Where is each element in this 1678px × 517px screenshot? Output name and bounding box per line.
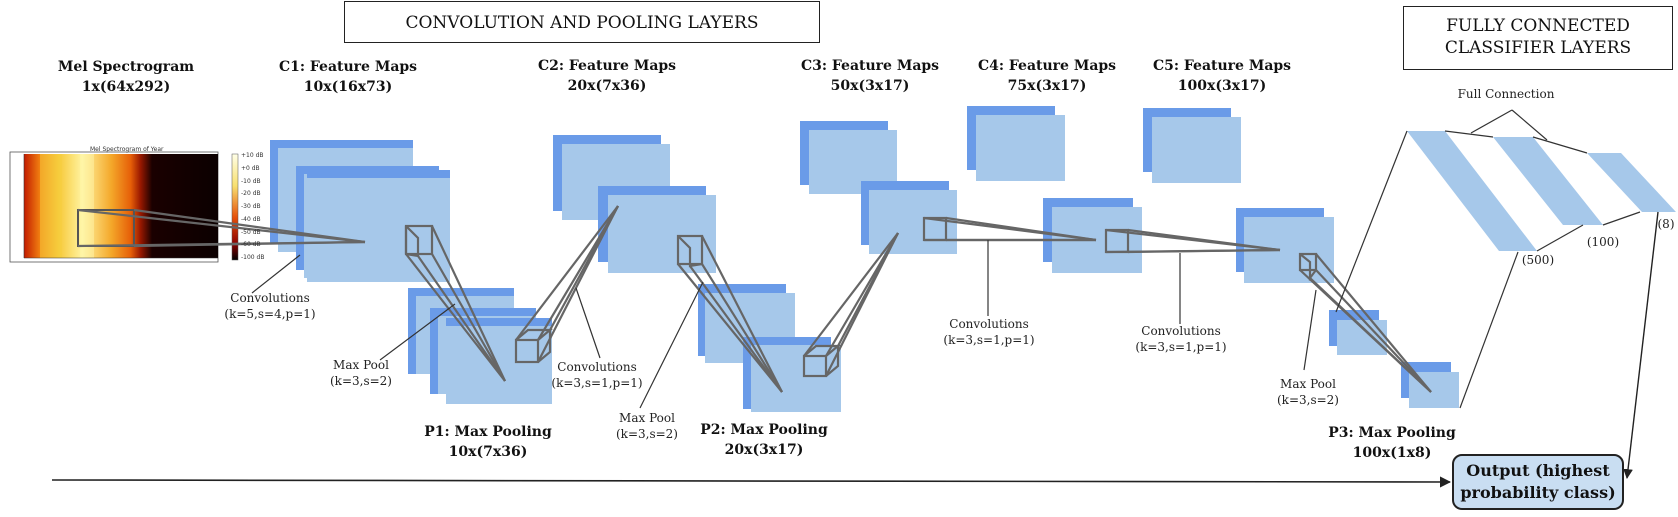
p1-title: P1: Max Pooling xyxy=(424,424,552,440)
c2-shape: 20x(7x36) xyxy=(567,78,647,94)
fc-size-8: (8) xyxy=(1657,217,1675,231)
input-title: Mel Spectrogram xyxy=(57,59,195,75)
conv4-params: (k=3,s=1,p=1) xyxy=(1135,340,1227,354)
flow-arrow xyxy=(51,476,1452,488)
c4-shape: 75x(3x17) xyxy=(1007,78,1087,94)
full-connection-label: Full Connection xyxy=(1457,87,1555,101)
c2-feature-maps xyxy=(553,135,716,273)
colorbar-tick-label: -60 dB xyxy=(241,241,261,249)
p1-max-pooling xyxy=(408,288,552,404)
p3-shape: 100x(1x8) xyxy=(1352,445,1432,461)
conv-pooling-header-text: CONVOLUTION AND POOLING LAYERS xyxy=(405,13,759,33)
p3-max-pooling xyxy=(1329,310,1459,408)
p3-title: P3: Max Pooling xyxy=(1328,425,1456,441)
conv3-params: (k=3,s=1,p=1) xyxy=(943,333,1035,347)
c1-feature-maps xyxy=(270,140,450,282)
pool3-params: (k=3,s=2) xyxy=(1277,393,1339,407)
colorbar-tick-label: -10 dB xyxy=(241,177,261,185)
c5-title: C5: Feature Maps xyxy=(1152,58,1292,74)
input-shape: 1x(64x292) xyxy=(81,79,171,95)
colorbar-tick-label: -30 dB xyxy=(241,203,261,210)
p2-shape: 20x(3x17) xyxy=(724,442,804,458)
conv-pooling-header: CONVOLUTION AND POOLING LAYERS xyxy=(344,1,820,43)
c3-shape: 50x(3x17) xyxy=(830,78,910,94)
p2-max-pooling xyxy=(698,284,841,412)
c4-title: C4: Feature Maps xyxy=(977,58,1117,74)
pool2-params: (k=3,s=2) xyxy=(616,427,678,441)
c3-title: C3: Feature Maps xyxy=(800,58,940,74)
p1-shape: 10x(7x36) xyxy=(448,444,528,460)
fc-size-100: (100) xyxy=(1586,235,1620,249)
colorbar xyxy=(231,153,239,261)
c5-shape: 100x(3x17) xyxy=(1177,78,1267,94)
conv1-params: (k=5,s=4,p=1) xyxy=(224,307,316,321)
pool1-label: Max Pool xyxy=(333,358,389,372)
output-line2: probability class) xyxy=(1460,483,1616,502)
connection-wires xyxy=(77,205,1432,393)
colorbar-tick-label: +10 dB xyxy=(241,152,264,159)
colorbar-tick-label: -40 dB xyxy=(241,215,261,223)
fc-size-500: (500) xyxy=(1521,253,1555,267)
pool1-params: (k=3,s=2) xyxy=(330,374,392,388)
spectrogram-plot-title: Mel Spectrogram of Year xyxy=(90,146,164,153)
colorbar-tick-label: -50 dB xyxy=(241,228,261,236)
conv2-params: (k=3,s=1,p=1) xyxy=(551,376,643,390)
c5-feature-maps xyxy=(1143,108,1334,283)
c3-feature-maps xyxy=(800,121,957,254)
fc-header-line2: CLASSIFIER LAYERS xyxy=(1444,38,1632,58)
mel-spectrogram-plot xyxy=(9,151,239,263)
colorbar-tick-label: -20 dB xyxy=(241,190,261,198)
fc-classifier-header: FULLY CONNECTED CLASSIFIER LAYERS xyxy=(1403,6,1673,70)
output-box: Output (highest probability class) xyxy=(1452,454,1624,510)
conv2-label: Convolutions xyxy=(557,360,637,374)
conv1-label: Convolutions xyxy=(230,291,310,305)
c2-title: C2: Feature Maps xyxy=(537,58,677,74)
conv4-label: Convolutions xyxy=(1141,324,1221,338)
annotation-leaders xyxy=(251,240,1317,409)
pool3-label: Max Pool xyxy=(1280,377,1336,391)
colorbar-tick-label: -100 dB xyxy=(241,254,265,261)
c1-shape: 10x(16x73) xyxy=(303,79,393,95)
c4-feature-maps xyxy=(967,106,1142,273)
fully-connected-layers xyxy=(1335,109,1676,479)
output-line1: Output (highest xyxy=(1466,461,1610,480)
fc-header-line1: FULLY CONNECTED xyxy=(1446,16,1630,36)
conv3-label: Convolutions xyxy=(949,317,1029,331)
pool2-label: Max Pool xyxy=(619,411,675,425)
c1-title: C1: Feature Maps xyxy=(278,59,418,75)
p2-title: P2: Max Pooling xyxy=(700,422,828,438)
colorbar-tick-label: +0 dB xyxy=(241,164,260,172)
